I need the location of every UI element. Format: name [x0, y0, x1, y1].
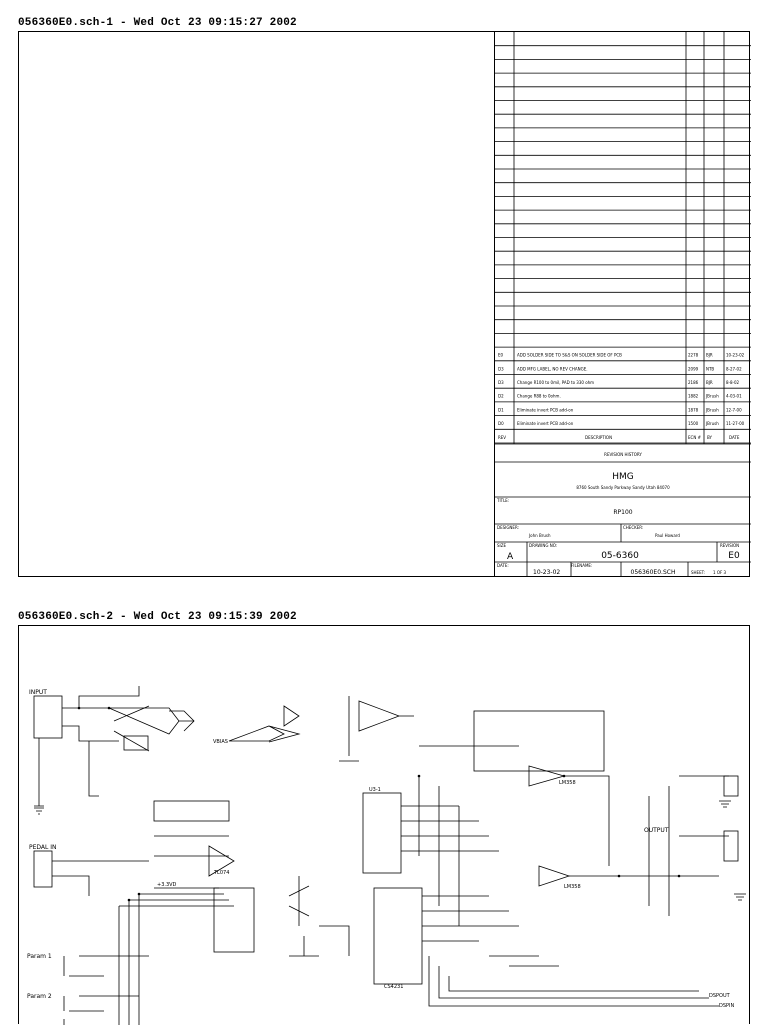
revision-cell-ecn: 2099 — [688, 366, 699, 371]
cs4231-label: CS4231 — [384, 984, 403, 990]
filename-value: 056360E0.SCH — [631, 569, 676, 576]
input-label: INPUT — [29, 689, 47, 696]
revision-cell-ecn: 1878 — [688, 407, 699, 412]
revision-history-title: REVISION HISTORY — [604, 452, 642, 457]
revision-cell-by: JBrush — [705, 394, 719, 399]
checker-label: CHECKER: — [623, 525, 643, 530]
revision-cell-date: 10-23-02 — [726, 353, 745, 358]
sheet1-frame: E0 ADD SOLDER SIDE TO S&S ON SOLDER SIDE … — [18, 31, 751, 577]
size-value: A — [507, 552, 514, 562]
lm358-label-1: LM358 — [559, 780, 576, 786]
revision-cell-ecn: 1882 — [688, 394, 699, 399]
ecn-col-header: ECN # — [688, 435, 702, 440]
description-col-header: DESCRIPTION — [585, 435, 612, 440]
revision-cell-ecn: 2278 — [688, 353, 699, 358]
sheet-label: SHEET: — [691, 570, 705, 575]
sheet-value: 1 OF 3 — [713, 570, 727, 575]
dspin-label: DSPIN — [719, 1003, 735, 1009]
drawing-number: 05-6360 — [601, 551, 639, 561]
revision-cell-description: Change R88 to 0ohm. — [517, 394, 561, 399]
by-col-header: BY — [707, 435, 713, 440]
company-name: HMG — [612, 472, 634, 482]
revision-cell-rev: D3 — [498, 366, 504, 371]
revision-cell-ecn: 2186 — [688, 380, 699, 385]
u3-label: U3-1 — [369, 787, 381, 793]
lm358-label-2: LM358 — [564, 884, 581, 890]
revision-cell-by: BJR — [706, 353, 713, 358]
revision-cell-rev: D3 — [498, 380, 504, 385]
revision-cell-rev: E0 — [498, 353, 504, 358]
title-block-grid: E0 ADD SOLDER SIDE TO S&S ON SOLDER SIDE … — [495, 32, 751, 577]
revision-cell-description: Eliminate invert PCB add-on — [517, 421, 574, 426]
company-address: 8760 South Sandy Parkway Sandy Utah 8407… — [576, 485, 670, 490]
param2-label: Param 2 — [27, 993, 52, 1000]
designer-name: John Brush — [528, 533, 551, 538]
vbias-label: VBIAS — [213, 739, 228, 745]
revision-cell-date: 4-03-01 — [726, 394, 742, 399]
revision-cell-description: Change R100 to 0mil, PAD to 330 ohm — [517, 380, 594, 385]
revision-cell-date: 8-8-02 — [726, 380, 740, 385]
revision-cell-rev: D2 — [498, 394, 504, 399]
revision-cell-rev: D1 — [498, 407, 504, 412]
sheet2-frame: INPUT PEDAL IN OUTPUT Param 1 Param 2 VB… — [18, 625, 750, 1025]
revision-cell-description: ADD MFG LABEL, NO REV CHANGE. — [517, 366, 588, 371]
designer-label: DESIGNER: — [497, 525, 519, 530]
revision-cell-description: ADD SOLDER SIDE TO S&S ON SOLDER SIDE OF… — [517, 353, 622, 358]
revision-cell-date: 12-7-00 — [726, 407, 742, 412]
revision-value: E0 — [728, 551, 740, 561]
dspout-label: DSPOUT — [709, 993, 731, 999]
revision-cell-ecn: 1500 — [688, 421, 699, 426]
revision-cell-description: Eliminate invert PCB add-on — [517, 407, 574, 412]
drawing-no-label: DRAWING NO: — [529, 543, 557, 548]
revision-cell-rev: D0 — [498, 421, 504, 426]
sheet1-header: 056360E0.sch-1 - Wed Oct 23 09:15:27 200… — [18, 17, 297, 29]
date-col-header: DATE — [729, 435, 740, 440]
revision-cell-by: NTB — [706, 366, 714, 371]
output-label: OUTPUT — [644, 827, 669, 834]
checker-name: Paul Howard — [655, 533, 680, 538]
revision-cell-date: 11-27-00 — [726, 421, 745, 426]
sheet2-header: 056360E0.sch-2 - Wed Oct 23 09:15:39 200… — [18, 611, 297, 623]
revision-label: REVISION — [720, 543, 739, 548]
tl074-label: TL074 — [213, 870, 229, 876]
supply-label: +3.3VD — [157, 882, 177, 888]
title-block: E0 ADD SOLDER SIDE TO S&S ON SOLDER SIDE … — [494, 32, 751, 577]
schematic-drawing: INPUT PEDAL IN OUTPUT Param 1 Param 2 VB… — [27, 686, 746, 1025]
param1-label: Param 1 — [27, 953, 52, 960]
revision-cell-by: JBrush — [705, 421, 719, 426]
rev-col-header: REV — [498, 435, 506, 440]
title-label: TITLE: — [496, 498, 509, 503]
filename-label: FILENAME: — [571, 563, 592, 568]
size-label: SIZE — [497, 543, 506, 548]
drawing-title: RP100 — [613, 509, 632, 516]
revision-cell-date: 8-27-02 — [726, 366, 742, 371]
date-label: DATE: — [497, 563, 509, 568]
revision-cell-by: BJR — [706, 380, 713, 385]
revision-cell-by: JBrush — [705, 407, 719, 412]
date-value: 10-23-02 — [533, 569, 560, 576]
pedal-in-label: PEDAL IN — [29, 844, 57, 851]
